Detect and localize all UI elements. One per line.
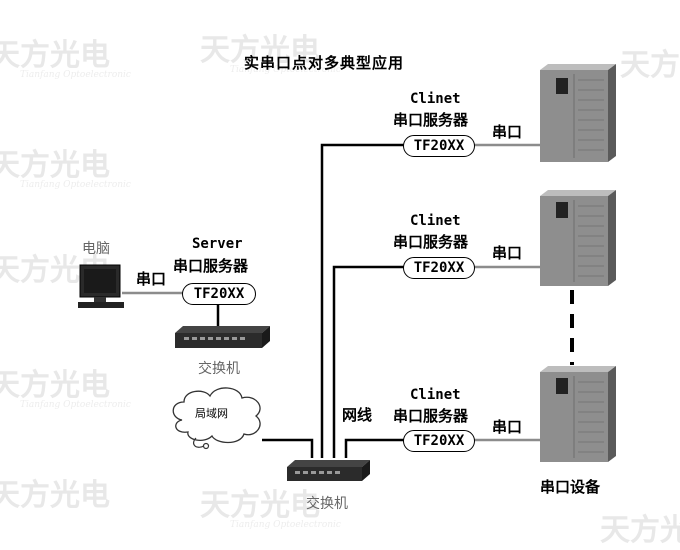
server-mode-label: Server [192, 236, 243, 252]
watermark-text: 天方光电 [620, 48, 680, 83]
lan-switch-link [262, 438, 314, 458]
watermark-sub: Tianfang Optoelectronic [230, 520, 341, 530]
watermark-text: 天方光电 [200, 33, 320, 68]
client-model-badge: TF20XX [403, 257, 475, 279]
client-port-label: 串口 [492, 418, 523, 436]
client-port-label: 串口 [492, 123, 523, 141]
diagram-title: 实串口点对多典型应用 [244, 54, 405, 72]
client-name-label: 串口服务器 [393, 111, 469, 129]
watermark-text: 天方光电 [0, 38, 110, 73]
watermark-sub: Tianfang Optoelectronic [230, 65, 341, 75]
client-model-badge: TF20XX [403, 430, 475, 452]
client-name-label: 串口服务器 [393, 407, 469, 425]
serial-device-label: 串口设备 [540, 478, 601, 496]
watermark-sub: Tianfang Optoelectronic [20, 400, 131, 410]
client-model-badge: TF20XX [403, 135, 475, 157]
serial-device-icon [540, 64, 616, 162]
server-name-label: 串口服务器 [173, 257, 249, 275]
client-port-label: 串口 [492, 244, 523, 262]
watermark-sub: Tianfang Optoelectronic [20, 180, 131, 190]
pc-label: 电脑 [82, 241, 110, 257]
client1-network-link [320, 143, 404, 458]
switch-top-label: 交换机 [198, 361, 240, 377]
watermark-text: 天方光电 [200, 488, 320, 523]
computer-icon [78, 264, 124, 308]
pc-port-label: 串口 [136, 270, 167, 288]
client-mode-label: Clinet [410, 91, 461, 107]
watermark-text: 天方光电 [0, 368, 110, 403]
watermark-text: 天方光电 [600, 513, 680, 548]
client2-network-link [332, 265, 404, 458]
client-name-label: 串口服务器 [393, 233, 469, 251]
watermark-text: 天方光电 [0, 148, 110, 183]
network-cable-label: 网线 [342, 406, 373, 424]
serial-device-icon [540, 366, 616, 462]
watermark-sub: Tianfang Optoelectronic [20, 70, 131, 80]
switch-icon [175, 326, 270, 348]
switch-icon [287, 460, 370, 481]
client-mode-label: Clinet [410, 213, 461, 229]
switch-bottom-label: 交换机 [306, 496, 348, 512]
cloud-icon [172, 387, 261, 450]
serial-device-icon [540, 190, 616, 286]
client-mode-label: Clinet [410, 387, 461, 403]
client3-network-link [344, 438, 404, 458]
server-model-badge: TF20XX [182, 283, 256, 305]
lan-label: 局域网 [195, 407, 228, 420]
watermark-text: 天方光电 [0, 478, 110, 513]
